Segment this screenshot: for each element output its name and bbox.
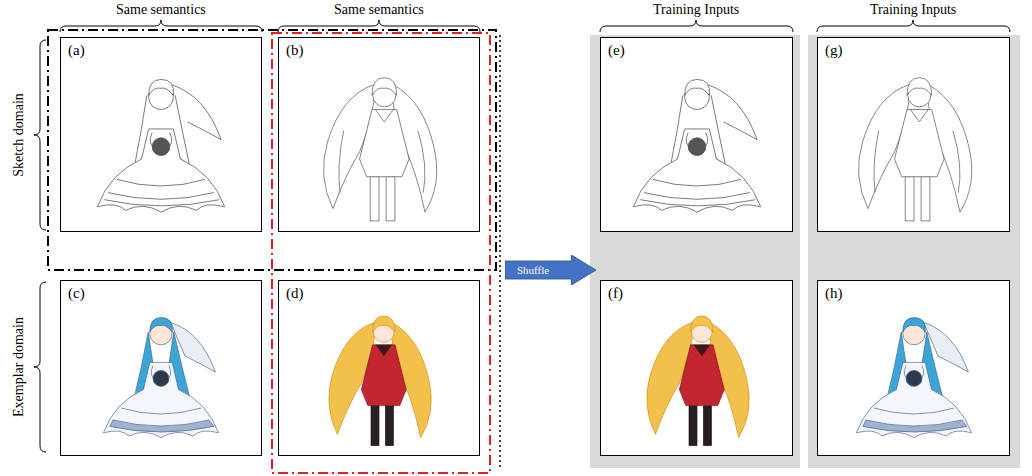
- image-panel: (f): [600, 280, 793, 456]
- image-panel: (e): [600, 37, 793, 232]
- image-panel: (d): [278, 280, 480, 456]
- panel-label: (h): [825, 285, 843, 302]
- domain-label: Exemplar domain: [11, 317, 27, 417]
- panel-label: (e): [608, 42, 625, 59]
- image-panel: (a): [60, 37, 262, 232]
- panel-label: (g): [825, 42, 843, 59]
- image-panel: (g): [817, 37, 1010, 232]
- group-heading: Training Inputs: [653, 2, 739, 18]
- group-heading: Same semantics: [116, 2, 206, 18]
- group-heading: Training Inputs: [870, 2, 956, 18]
- panel-label: (d): [286, 285, 304, 302]
- arrow-label: Shuffle: [505, 255, 596, 285]
- shuffle-arrow: Shuffle: [505, 255, 596, 285]
- domain-label: Sketch domain: [11, 93, 27, 177]
- image-panel: (b): [278, 37, 480, 232]
- image-panel: (c): [60, 280, 262, 456]
- panel-label: (f): [608, 285, 623, 302]
- panel-label: (c): [68, 285, 85, 302]
- panel-label: (a): [68, 42, 85, 59]
- image-panel: (h): [817, 280, 1010, 456]
- panel-label: (b): [286, 42, 304, 59]
- group-heading: Same semantics: [334, 2, 424, 18]
